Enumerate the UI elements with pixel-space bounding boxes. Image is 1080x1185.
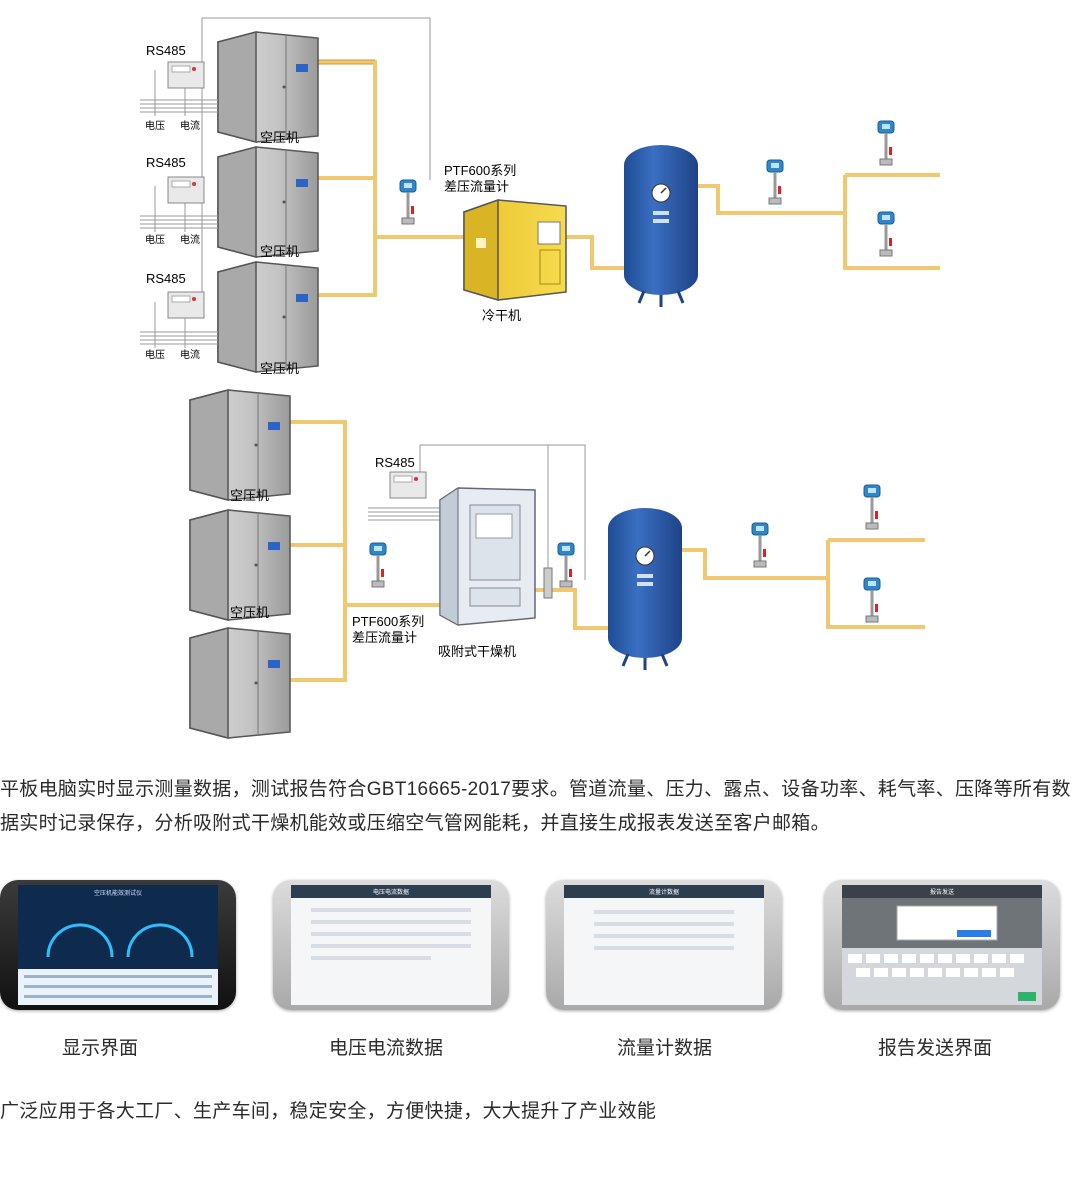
tablet-report-send-screen: 报告发送 (824, 880, 1060, 1010)
rs485-module-4 (389, 471, 427, 499)
refrigerated-dryer (463, 198, 567, 302)
air-compressor-6 (189, 627, 291, 739)
rs485-label: RS485 (375, 455, 415, 470)
compressor-label: 空压机 (260, 361, 299, 376)
compressor-label: 空压机 (260, 244, 299, 259)
tablet-display-screen: 空压机能效测试仪 (0, 880, 236, 1010)
description-text: 平板电脑实时显示测量数据，测试报告符合GBT16665-2017要求。管道流量、… (0, 779, 1071, 834)
current-label: 电流 (180, 233, 200, 246)
flowmeter-label: PTF600系列 (352, 614, 424, 629)
tablet-caption: 电压电流数据 (329, 1038, 444, 1059)
flowmeter-icon (877, 211, 895, 257)
compressed-air-system-diagram: RS485 RS485 RS485 电压 电流 电压 电流 电压 电流 空压机 … (140, 17, 940, 739)
current-label: 电流 (180, 348, 200, 361)
voltage-label: 电压 (145, 233, 165, 246)
screen-title: 流量计数据 (564, 885, 764, 898)
screen-title: 电压电流数据 (291, 885, 491, 898)
rs485-module-3 (167, 291, 205, 319)
rs485-module-1 (167, 61, 205, 89)
top-system: RS485 RS485 RS485 电压 电流 电压 电流 电压 电流 空压机 … (140, 17, 940, 376)
flowmeter-icon (863, 484, 881, 530)
compressor-label: 空压机 (230, 488, 269, 503)
flowmeter-label: PTF600系列 (444, 163, 516, 178)
bottom-system: 空压机 空压机 RS485 PTF600系列 差压流量计 吸附式干燥机 (189, 389, 925, 739)
rs485-module-2 (167, 176, 205, 204)
flowmeter-icon (766, 159, 784, 205)
current-label: 电流 (180, 119, 200, 132)
dryer-label: 冷干机 (482, 308, 521, 323)
adsorption-dryer (439, 487, 536, 626)
flowmeter-icon (863, 577, 881, 623)
flowmeter-label: 差压流量计 (444, 179, 509, 194)
screen-title: 报告发送 (842, 885, 1042, 898)
air-compressor-3 (217, 261, 319, 373)
air-compressor-4 (189, 389, 291, 501)
voltage-label: 电压 (145, 348, 165, 361)
flowmeter-icon (557, 542, 575, 588)
tablet-voltage-current-screen: 电压电流数据 (273, 880, 509, 1010)
dewpoint-probe (543, 567, 553, 599)
screen-title: 空压机能效测试仪 (93, 891, 142, 897)
tablet-flowmeter-screen: 流量计数据 (546, 880, 782, 1010)
flowmeter-icon (751, 522, 769, 568)
voltage-label: 电压 (145, 119, 165, 132)
rs485-label: RS485 (146, 271, 186, 286)
tablet-caption: 显示界面 (62, 1038, 139, 1059)
air-compressor-1 (217, 31, 319, 143)
air-tank-2 (606, 506, 684, 672)
air-tank-1 (622, 143, 700, 309)
tablet-caption: 流量计数据 (617, 1038, 713, 1059)
air-compressor-5 (189, 509, 291, 621)
air-compressor-2 (217, 146, 319, 258)
dryer-label: 吸附式干燥机 (438, 644, 516, 659)
compressor-label: 空压机 (230, 605, 269, 620)
rs485-label: RS485 (146, 43, 186, 58)
footer-text: 广泛应用于各大工厂、生产车间，稳定安全，方便快捷，大大提升了产业效能 (0, 1101, 657, 1122)
flowmeter-icon (369, 542, 387, 588)
flowmeter-label: 差压流量计 (352, 630, 417, 645)
flowmeter-icon (399, 179, 417, 225)
rs485-label: RS485 (146, 155, 186, 170)
tablet-caption: 报告发送界面 (878, 1038, 993, 1059)
compressor-label: 空压机 (260, 130, 299, 145)
flowmeter-icon (877, 120, 895, 166)
